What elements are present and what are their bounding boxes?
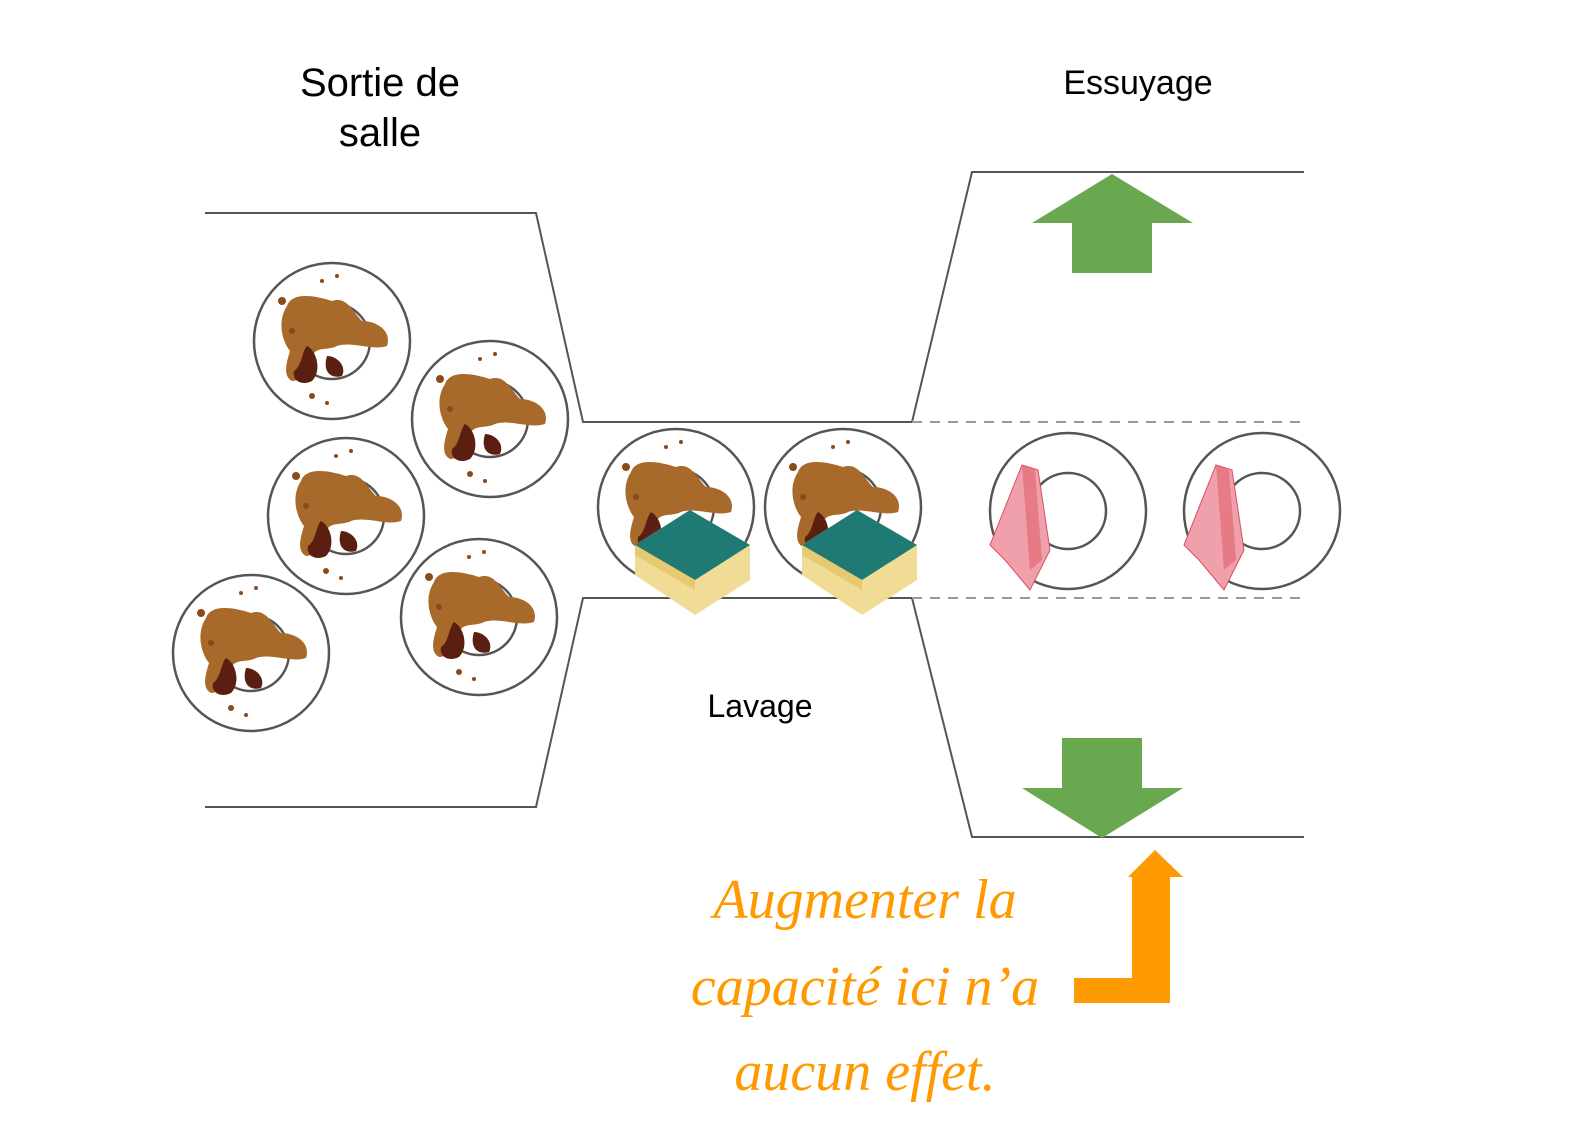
annotation-line1: Augmenter la (713, 869, 1017, 931)
annotation-line3: aucun effet. (734, 1041, 996, 1103)
dirty-plate-icon (252, 261, 412, 421)
annotation-line2: capacité ici n’a (690, 956, 1040, 1018)
dirty-plate-icon (399, 537, 559, 697)
label-exit-line1: Sortie de (299, 61, 461, 105)
arrow-up-icon (1032, 174, 1193, 273)
label-washing: Lavage (707, 688, 813, 724)
channel-outline (205, 171, 1304, 838)
dirty-plate-icon (266, 436, 426, 596)
dirty-plate-icon (171, 573, 331, 733)
orange-arrow-icon (1074, 850, 1183, 1003)
label-exit-line2: salle (338, 111, 422, 155)
capacity-dashed-lines (912, 421, 1304, 599)
arrow-down-icon (1022, 738, 1183, 838)
label-exit: Sortie de salle (260, 58, 500, 158)
label-drying: Essuyage (1063, 64, 1213, 102)
dirty-plate-icon (410, 339, 570, 499)
